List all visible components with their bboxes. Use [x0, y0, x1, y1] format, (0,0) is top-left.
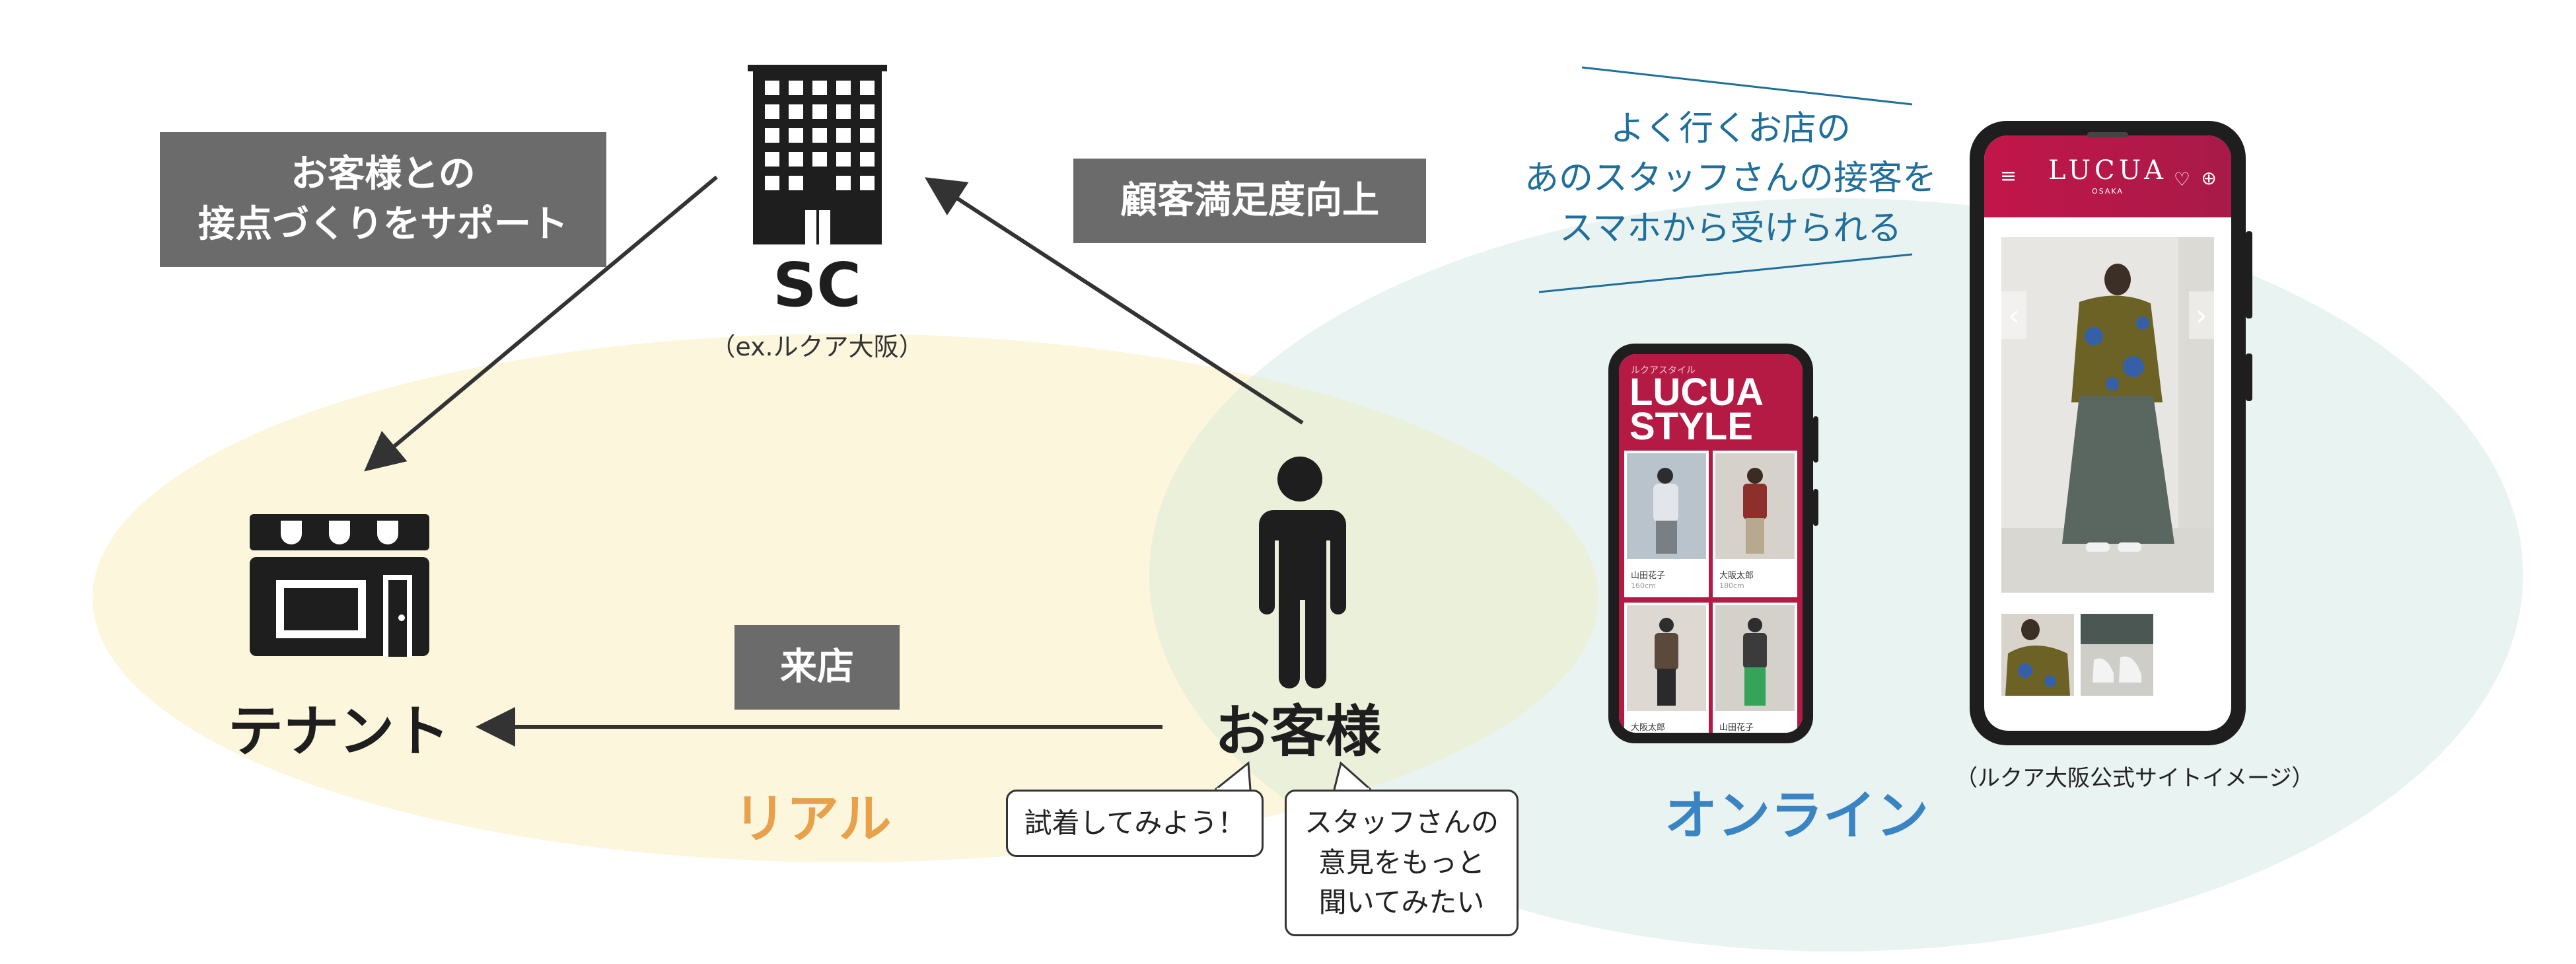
sc-title: SC [773, 250, 861, 320]
staff-photo [1627, 453, 1706, 559]
carousel-prev-icon[interactable]: ‹ [2001, 291, 2026, 339]
staff-card[interactable]: 山田花子 158cm [1713, 603, 1797, 733]
lucua-style-kicker: ルクアスタイル [1631, 365, 1696, 376]
globe-icon[interactable]: ⊕ [2201, 167, 2217, 189]
site-image-caption: （ルクア大阪公式サイトイメージ） [1955, 765, 2314, 792]
staff-height: 180cm [1719, 581, 1744, 590]
support-label-box: お客様との 接点づくりをサポート [160, 132, 606, 267]
arrow-customer-to-sc [924, 177, 1304, 425]
person-icon [1259, 457, 1346, 688]
visit-label-box: 来店 [734, 625, 900, 710]
large-phone-screen: ≡ LUCUA OSAKA ♡ ⊕ ‹ › [1984, 135, 2231, 731]
staff-photo [1715, 605, 1795, 711]
carousel-next-icon[interactable]: › [2189, 291, 2214, 339]
satisfaction-label-box: 顧客満足度向上 [1073, 159, 1426, 243]
lucua-logo-sub: OSAKA [2092, 187, 2124, 196]
real-label: リアル [733, 788, 892, 850]
small-phone-side-button [1813, 416, 1818, 463]
online-promo-text: よく行くお店の あのスタッフさんの接客を スマホから受けられる [1524, 109, 1937, 248]
large-phone-speaker [2087, 132, 2128, 137]
lucua-style-header: ルクアスタイル LUCUA STYLE [1619, 354, 1803, 447]
small-phone: ルクアスタイル LUCUA STYLE 山田花子 160cm 大阪太郎 180c… [1608, 344, 1813, 743]
lucua-site-header: ≡ LUCUA OSAKA ♡ ⊕ [1984, 135, 2231, 217]
lucua-logo[interactable]: LUCUA [2048, 155, 2168, 186]
staff-card[interactable]: 大阪太郎 180cm [1713, 451, 1797, 597]
main-product-photo [2001, 237, 2214, 593]
small-phone-side-button [1813, 489, 1818, 526]
staff-name: 大阪太郎 [1719, 571, 1754, 581]
thumbnail-image[interactable] [2001, 614, 2074, 696]
arrow-sc-to-tenant [364, 175, 718, 472]
store-icon [250, 514, 429, 657]
large-phone-side-button [2246, 353, 2252, 401]
customer-label: お客様 [1214, 699, 1381, 764]
staff-name: 山田花子 [1719, 723, 1754, 733]
staff-style-grid: 山田花子 160cm 大阪太郎 180cm 大阪太郎 175cm [1619, 447, 1803, 733]
staff-card[interactable]: 大阪太郎 175cm [1624, 603, 1709, 733]
building-icon [748, 65, 887, 244]
thumbnail-image[interactable] [2081, 614, 2153, 696]
promo-line-bottom [1538, 253, 1913, 293]
staff-name: 山田花子 [1631, 571, 1666, 581]
staff-card[interactable]: 山田花子 160cm [1624, 451, 1709, 597]
speech-bubble-staff-opinion: スタッフさんの 意見をもっと 聞いてみたい [1285, 790, 1519, 936]
sc-subtitle: （ex.ルクア大阪） [710, 332, 924, 361]
tenant-label: テナント [227, 699, 450, 764]
large-phone-side-button [2246, 231, 2252, 318]
staff-height: 160cm [1631, 581, 1656, 590]
menu-icon[interactable]: ≡ [2000, 165, 2017, 188]
large-phone: ≡ LUCUA OSAKA ♡ ⊕ ‹ › [1970, 121, 2246, 745]
small-phone-screen: ルクアスタイル LUCUA STYLE 山田花子 160cm 大阪太郎 180c… [1619, 354, 1803, 733]
lucua-style-title: LUCUA STYLE [1629, 371, 1764, 448]
staff-photo [1715, 453, 1795, 559]
online-label: オンライン [1664, 785, 1929, 846]
staff-photo [1627, 605, 1706, 711]
favorite-heart-icon[interactable]: ♡ [2173, 168, 2190, 190]
promo-line-top [1581, 66, 1913, 106]
speech-bubble-try-on: 試着してみよう！ [1006, 790, 1264, 857]
staff-name: 大阪太郎 [1631, 723, 1666, 733]
